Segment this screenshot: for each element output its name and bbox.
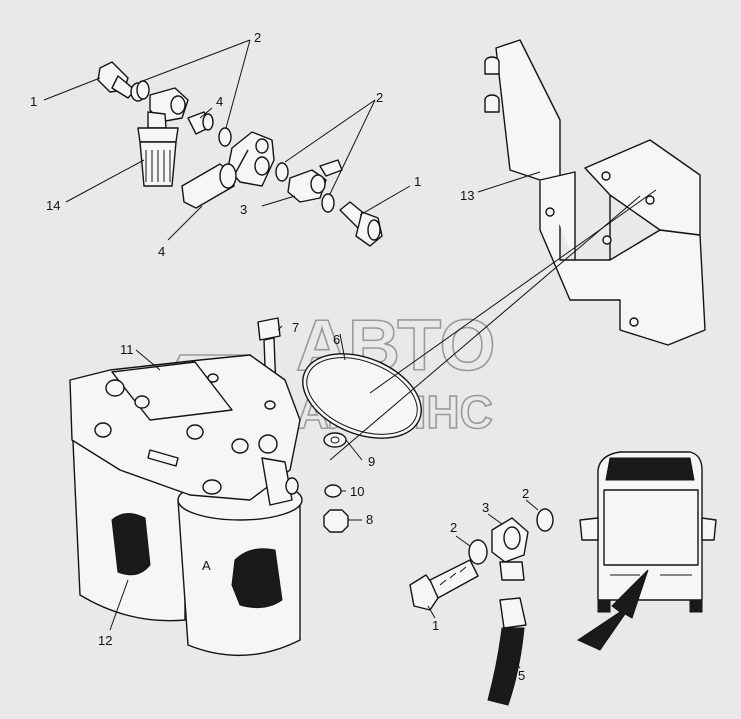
callout-6: 6 bbox=[333, 332, 340, 347]
part-washer bbox=[218, 127, 232, 147]
callout-1: 1 bbox=[432, 618, 439, 633]
part-nipple-small bbox=[187, 111, 214, 135]
part-nut-8 bbox=[323, 509, 349, 533]
callout-14: 14 bbox=[46, 198, 60, 213]
part-washer bbox=[275, 162, 289, 182]
callout-7: 7 bbox=[292, 320, 299, 335]
part-filter-assembly bbox=[69, 354, 303, 657]
part-banjo-fitting bbox=[287, 159, 343, 203]
truck-location-icon bbox=[576, 451, 717, 651]
part-filter-cartridge bbox=[181, 163, 237, 209]
part-elbow-fitting bbox=[147, 87, 189, 129]
part-washer bbox=[136, 80, 150, 100]
callout-4: 4 bbox=[158, 244, 165, 259]
leader-lines bbox=[43, 39, 657, 669]
callout-3: 3 bbox=[482, 500, 489, 515]
callout-10: 10 bbox=[350, 484, 364, 499]
part-washer-lower-right bbox=[536, 508, 554, 532]
part-banjo-lower bbox=[491, 517, 529, 581]
part-manifold bbox=[227, 131, 275, 187]
part-strainer-14 bbox=[137, 127, 179, 187]
part-washer-lower bbox=[468, 539, 488, 565]
callout-12: 12 bbox=[98, 633, 112, 648]
callout-3: 3 bbox=[240, 202, 247, 217]
callout-9: 9 bbox=[368, 454, 375, 469]
callout-2: 2 bbox=[522, 486, 529, 501]
part-hose-5 bbox=[487, 597, 527, 706]
part-seal-ring-inner bbox=[306, 357, 418, 435]
callout-2: 2 bbox=[450, 520, 457, 535]
mesh-window-right bbox=[231, 548, 283, 609]
part-washer bbox=[321, 193, 335, 213]
mesh-window-left bbox=[111, 513, 151, 576]
callout-2: 2 bbox=[376, 90, 383, 105]
callout-1: 1 bbox=[30, 94, 37, 109]
callout-5: 5 bbox=[518, 668, 525, 683]
part-bolt-lower bbox=[409, 559, 479, 611]
callout-2: 2 bbox=[254, 30, 261, 45]
part-banjo-bolt-right bbox=[339, 201, 383, 247]
callout-13: 13 bbox=[460, 188, 474, 203]
location-arrow-icon bbox=[576, 569, 649, 651]
callout-1: 1 bbox=[414, 174, 421, 189]
part-bracket-13 bbox=[484, 39, 706, 346]
callout-8: 8 bbox=[366, 512, 373, 527]
part-spring-washer-10 bbox=[324, 484, 342, 498]
part-washer-9 bbox=[323, 432, 347, 448]
chamber-label-a: A bbox=[202, 558, 211, 573]
part-seal-ring bbox=[302, 353, 422, 439]
callout-11: 11 bbox=[120, 342, 134, 357]
callout-4: 4 bbox=[216, 94, 223, 109]
